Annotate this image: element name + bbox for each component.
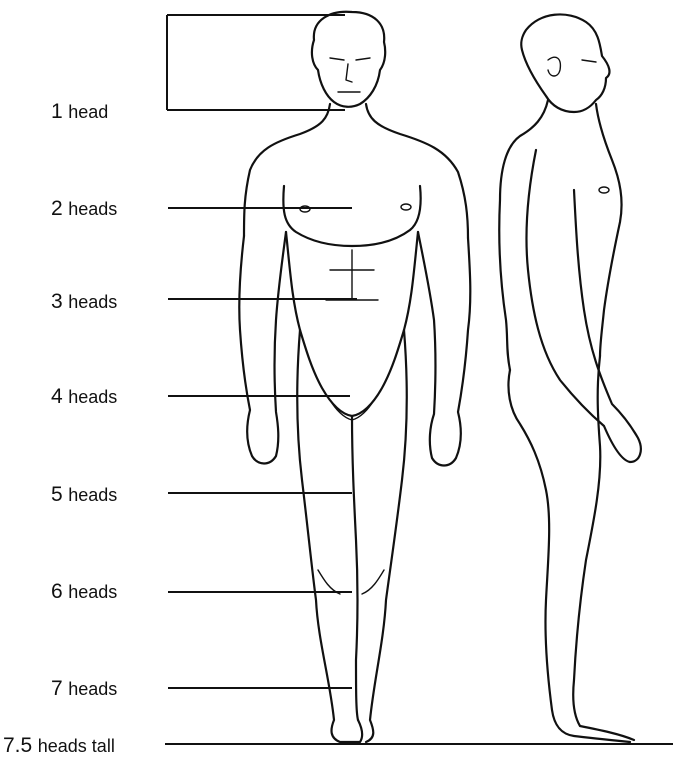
front-figure (239, 12, 470, 742)
front-right-nipple (401, 204, 411, 210)
side-figure (499, 14, 641, 742)
side-ear-and-eye (548, 57, 596, 76)
front-knees (318, 570, 384, 594)
front-right-arm (418, 232, 470, 466)
front-abdomen-lines (326, 250, 378, 300)
front-left-shoulder (244, 104, 330, 236)
side-back (499, 100, 548, 370)
side-arm (526, 150, 640, 462)
front-left-leg (297, 330, 362, 742)
head-bracket (167, 15, 345, 110)
front-face-features (330, 58, 370, 92)
front-inner-legs (352, 416, 358, 720)
side-nipple (599, 187, 609, 193)
side-front-torso (596, 104, 622, 356)
front-right-leg (366, 330, 407, 742)
side-front-leg (573, 356, 634, 740)
front-left-arm (239, 232, 286, 464)
side-head (521, 14, 609, 112)
front-chest (283, 186, 420, 246)
side-back-leg (508, 370, 630, 742)
